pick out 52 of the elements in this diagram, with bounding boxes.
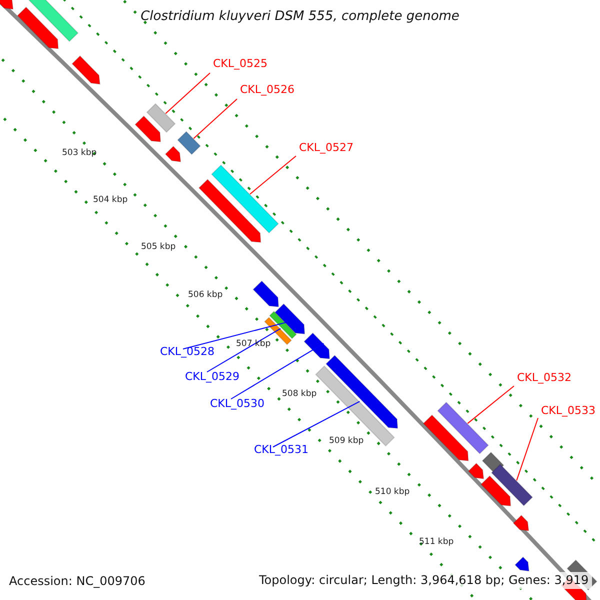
gene-label: CKL_0525 <box>213 58 268 70</box>
gene-pentagon <box>198 178 262 243</box>
gene-box <box>315 365 395 447</box>
gene-pentagon <box>480 475 512 506</box>
leader-line <box>182 322 286 350</box>
leader-line <box>516 418 538 481</box>
gene-pentagon <box>304 332 330 360</box>
gene-box <box>210 164 280 234</box>
leader-line <box>206 328 281 372</box>
gene-box <box>177 130 201 156</box>
gene-pentagon <box>16 6 59 50</box>
leader-line <box>165 72 210 114</box>
scale-label: 505 kbp <box>141 243 176 252</box>
scale-label: 506 kbp <box>188 291 223 300</box>
gene-pentagon <box>164 146 182 162</box>
gene-box <box>146 103 176 133</box>
accession-text: Accession: NC_009706 <box>9 575 146 588</box>
leader-line <box>193 98 238 139</box>
scale-label: 507 kbp <box>236 340 271 350</box>
gene-pentagon <box>252 280 280 308</box>
gene-label: CKL_0533 <box>541 405 596 418</box>
gene-pentagon <box>71 55 100 85</box>
leader-line <box>467 386 514 424</box>
leader-line <box>230 342 324 400</box>
gene-pentagon <box>0 0 14 10</box>
scale-label: 509 kbp <box>329 437 364 446</box>
scale-label: 510 kbp <box>375 488 410 498</box>
scale-label: 504 kbp <box>93 196 128 206</box>
title: Clostridium kluyveri DSM 555, complete genome <box>140 10 460 24</box>
gene-label: CKL_0529 <box>185 371 240 384</box>
gene-pentagon <box>514 556 530 572</box>
gene-pentagon <box>325 354 398 429</box>
scale-label: 511 kbp <box>419 538 454 548</box>
gene-box <box>268 310 298 340</box>
gene-pentagon <box>468 462 484 480</box>
leader-line <box>272 400 360 448</box>
gene-label: CKL_0530 <box>210 398 265 410</box>
gene-box <box>490 464 534 506</box>
gene-label: CKL_0531 <box>254 444 309 456</box>
gene-pentagon <box>274 303 306 334</box>
scale-label: 508 kbp <box>282 390 317 400</box>
gene-label: CKL_0527 <box>299 142 354 154</box>
leader-line <box>250 156 296 195</box>
gene-pentagon <box>422 414 469 462</box>
gene-label: CKL_0528 <box>160 346 215 358</box>
gene-box <box>437 402 489 454</box>
genome-info-text: Topology: circular; Length: 3,964,618 bp; Genes: 3,919 <box>256 572 592 590</box>
gene-label: CKL_0532 <box>517 372 572 384</box>
scale-label: 503 kbp <box>62 149 97 158</box>
gene-pentagon <box>512 514 530 532</box>
gene-pentagon <box>134 115 162 142</box>
gene-label: CKL_0526 <box>240 84 295 96</box>
